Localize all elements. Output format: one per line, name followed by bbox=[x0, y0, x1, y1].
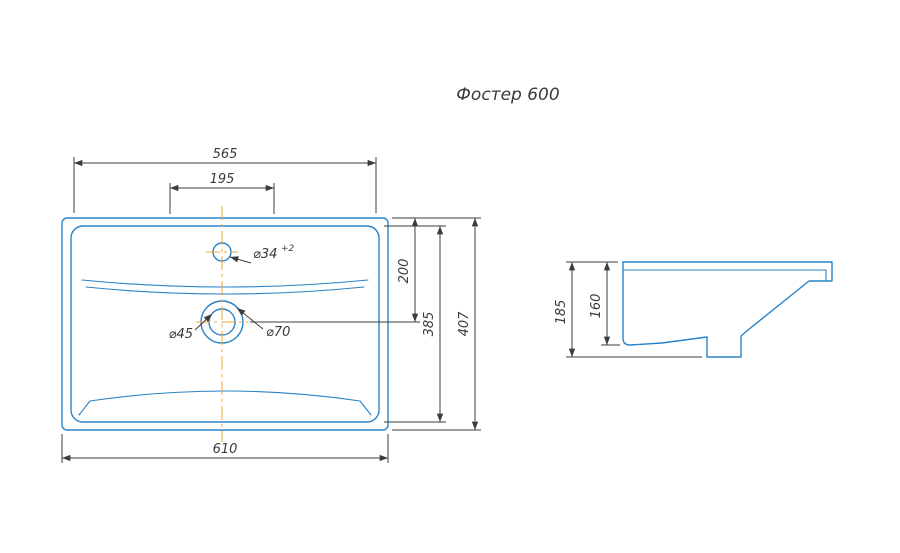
drain-outer-label: ⌀70 bbox=[266, 325, 290, 340]
dim-rim-depth-label: 385 bbox=[422, 312, 437, 337]
leader-line bbox=[194, 313, 213, 331]
callout-faucet-hole: ⌀34 +2 bbox=[229, 244, 295, 264]
callout-drain-outer: ⌀70 bbox=[236, 307, 290, 340]
leader-line bbox=[229, 256, 252, 264]
drawing-title: Фостер 600 bbox=[456, 85, 559, 105]
faucet-hole-label: ⌀34 bbox=[253, 247, 277, 262]
bowl-shelf-edge-upper bbox=[81, 279, 369, 288]
leader-line bbox=[236, 307, 264, 330]
side-view-dimensions: 185 160 bbox=[554, 261, 702, 358]
dim-hole-spacing: 195 bbox=[169, 172, 275, 214]
basin-outer-contour bbox=[61, 217, 389, 431]
side-view bbox=[622, 261, 833, 358]
dim-overall-height: 185 bbox=[554, 261, 702, 358]
dim-drain-offset: 200 bbox=[250, 218, 420, 323]
top-view bbox=[61, 206, 389, 442]
dim-rim-width-label: 565 bbox=[213, 147, 238, 162]
dim-overall-height-label: 185 bbox=[554, 300, 569, 325]
callout-drain-inner: ⌀45 bbox=[169, 313, 213, 342]
dim-overall-width: 610 bbox=[61, 434, 389, 463]
side-profile-contour bbox=[622, 261, 833, 358]
bowl-bottom-edge bbox=[89, 390, 361, 402]
bowl-corner-left bbox=[78, 400, 91, 416]
bowl-corner-right bbox=[359, 400, 372, 416]
dim-hole-spacing-label: 195 bbox=[210, 172, 235, 187]
dim-overall-width-label: 610 bbox=[213, 442, 238, 457]
top-view-dimensions: 565 195 610 385 407 bbox=[61, 147, 481, 463]
drain-inner-label: ⌀45 bbox=[169, 327, 193, 342]
dim-overall-depth-label: 407 bbox=[457, 311, 472, 337]
dim-body-height: 160 bbox=[589, 262, 620, 346]
dim-drain-offset-label: 200 bbox=[397, 259, 412, 284]
dim-overall-depth: 407 bbox=[392, 217, 481, 431]
faucet-hole-tolerance-label: +2 bbox=[281, 244, 295, 254]
basin-rim-contour bbox=[70, 225, 380, 423]
bowl-shelf-edge-lower bbox=[85, 286, 365, 295]
dim-rim-width: 565 bbox=[73, 147, 377, 213]
dim-body-height-label: 160 bbox=[589, 294, 604, 319]
